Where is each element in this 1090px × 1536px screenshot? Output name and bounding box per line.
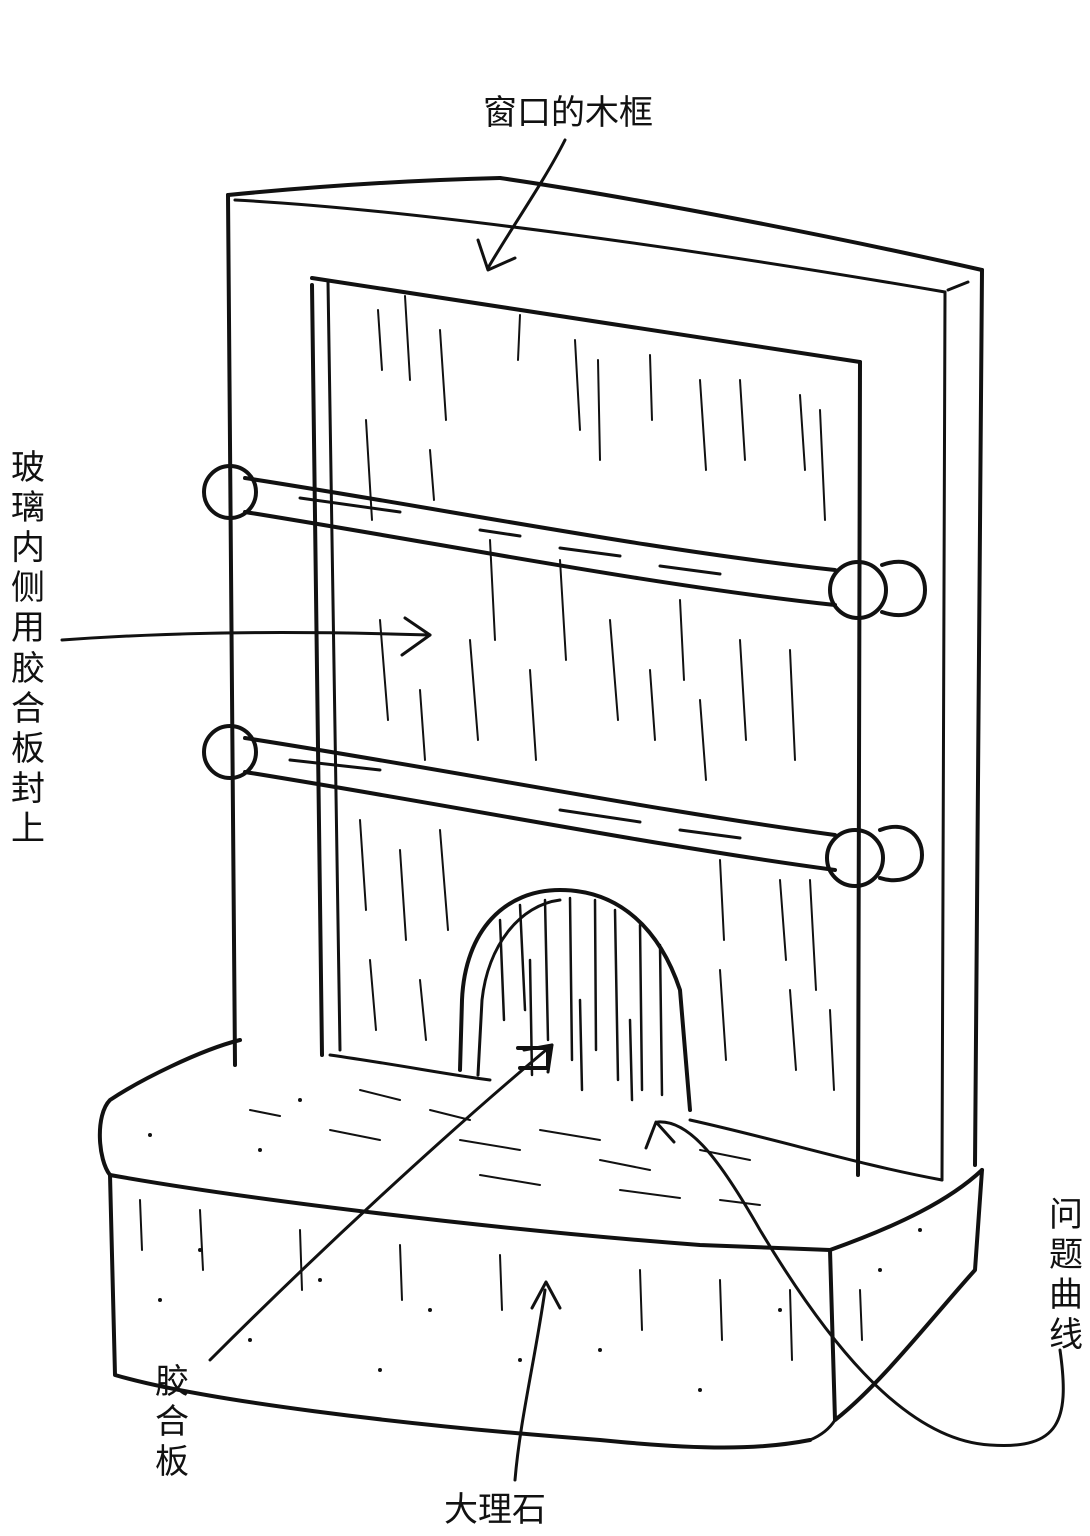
label-plywood-inside: 玻璃内侧用胶合板封上 xyxy=(11,448,45,849)
arched-opening xyxy=(458,888,692,1112)
label-marble: 大理石 xyxy=(444,1490,546,1530)
label-plywood: 胶合板 xyxy=(155,1362,189,1483)
marble-sill xyxy=(97,1038,984,1450)
label-window-frame: 窗口的木框 xyxy=(483,93,653,133)
arrow-plywood-inside xyxy=(60,616,432,657)
arrow-window-frame xyxy=(476,138,567,272)
label-problem-curve: 问题曲线 xyxy=(1049,1195,1083,1356)
window-frame xyxy=(226,176,984,1182)
plywood-grain xyxy=(359,295,835,1091)
arrow-marble xyxy=(513,1280,562,1482)
lower-rail xyxy=(202,724,924,888)
arrow-problem-curve xyxy=(644,1120,1065,1448)
arrow-plywood xyxy=(208,1043,554,1362)
upper-rail xyxy=(202,464,927,620)
